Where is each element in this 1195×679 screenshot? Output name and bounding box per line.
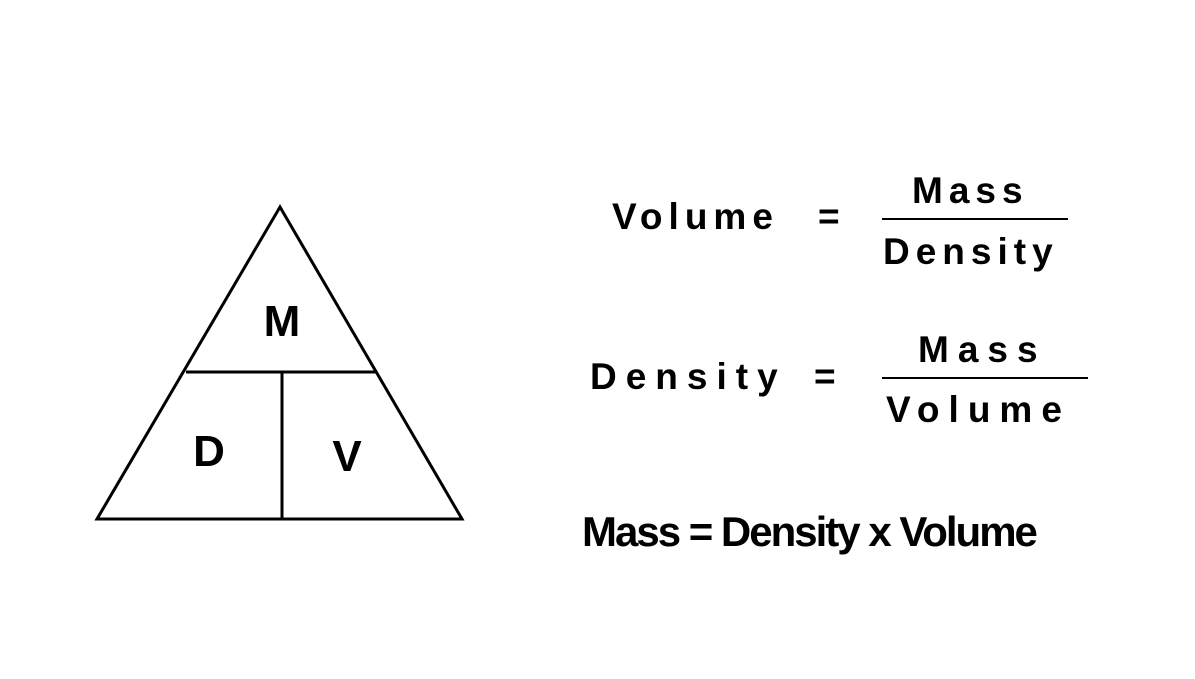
triangle-outline xyxy=(94,204,465,521)
density-formula-numerator: Mass xyxy=(918,329,1047,370)
triangle-volume-label: V xyxy=(332,432,362,481)
volume-formula-numerator: Mass xyxy=(912,170,1029,211)
triangle-density-label: D xyxy=(193,427,225,476)
volume-formula-fraction-bar xyxy=(882,218,1068,220)
density-formula-lhs: Density xyxy=(590,356,787,397)
density-formula-denominator: Volume xyxy=(886,389,1071,430)
volume-formula-denominator: Density xyxy=(883,231,1059,272)
triangle-mass-label: M xyxy=(263,297,301,346)
mass-formula: Mass = Density x Volume xyxy=(582,508,1038,555)
volume-formula-lhs: Volume xyxy=(612,196,779,237)
volume-formula-equals: = xyxy=(818,196,840,237)
density-formula-equals: = xyxy=(814,356,836,397)
density-formula-fraction-bar xyxy=(882,377,1088,379)
